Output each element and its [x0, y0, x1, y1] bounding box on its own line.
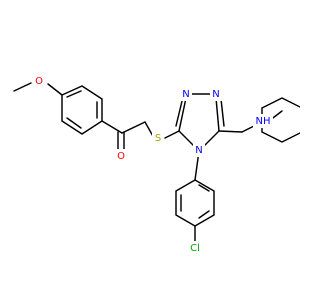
amine-label: NH — [256, 116, 271, 127]
methoxy-oxygen-label: O — [35, 76, 43, 87]
carbonyl-oxygen-background — [115, 149, 127, 163]
anisyl-ring-double-3 — [66, 117, 82, 129]
anisyl-ring-double-1 — [66, 90, 82, 98]
sulfur-background — [152, 131, 164, 145]
methoxy-oxygen-background — [33, 74, 45, 88]
triazole-double-left — [175, 96, 184, 127]
chlorine-background — [186, 241, 204, 255]
triazole-bottom-nitrogen-label: N — [195, 145, 202, 156]
molecule-structure-diagram: O O S N N N NH Cl — [13, 74, 300, 255]
anisyl-ring — [61, 85, 103, 135]
bonds-layer — [13, 82, 300, 242]
bond-ring-carbonyl — [101, 120, 123, 134]
carbonyl-oxygen-label: O — [117, 151, 125, 162]
amine-background — [253, 114, 273, 128]
triazole-top-right-nitrogen-background — [210, 87, 222, 101]
chlorine-label: Cl — [190, 243, 200, 254]
chlorophenyl-double-1 — [198, 184, 210, 192]
bond-triazole-ch2 — [218, 130, 243, 133]
atom-labels-layer: O O S N N N NH Cl — [33, 74, 273, 255]
triazole-double-right — [220, 98, 225, 127]
bond-oxygen-anisyl — [47, 83, 63, 96]
sulfur-label: S — [155, 133, 161, 144]
triazole-right-n-c5 — [215, 97, 220, 132]
phenyl-ring — [261, 97, 300, 143]
bond-methyl-oxygen — [13, 82, 32, 92]
bond-s-triazole — [164, 130, 180, 139]
triazole-top-left-nitrogen-label: N — [182, 89, 189, 100]
bond-carbonyl-ch2 — [121, 121, 146, 134]
molecule-canvas: O O S N N N NH Cl — [13, 74, 300, 255]
chlorophenyl-double-2 — [198, 210, 210, 219]
triazole-top-left-nitrogen-background — [180, 87, 192, 101]
triazole-bottom-nitrogen-background — [193, 143, 205, 157]
triazole-c3-n — [178, 97, 187, 132]
triazole-top-right-nitrogen-label: N — [212, 89, 219, 100]
